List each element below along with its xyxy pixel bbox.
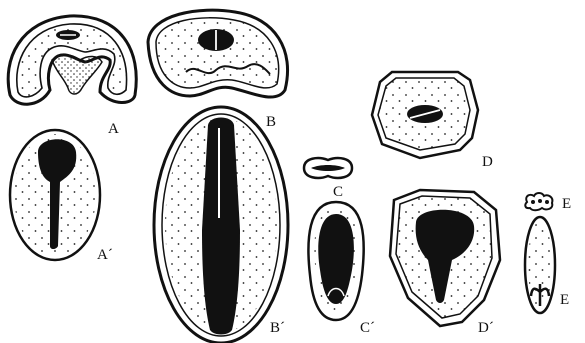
label-B-prime: B´	[270, 320, 285, 336]
label-A-prime: A´	[97, 247, 113, 263]
seed-E-prime	[525, 217, 555, 313]
seed-D-prime	[390, 190, 500, 326]
seed-B	[148, 10, 288, 97]
label-E: E	[562, 196, 571, 212]
label-B: B	[266, 114, 276, 130]
seed-A	[8, 16, 136, 104]
seed-C-prime	[308, 202, 363, 320]
label-C-prime: C´	[360, 320, 375, 336]
seed-E	[525, 193, 552, 210]
seed-D	[372, 72, 478, 158]
seed-C	[304, 158, 352, 178]
seed-A-prime	[10, 130, 100, 260]
seed-B-prime	[154, 107, 288, 343]
label-E-prime: E	[560, 292, 569, 308]
label-C: C	[333, 184, 343, 200]
label-A: A	[108, 121, 119, 137]
label-D: D	[482, 154, 493, 170]
label-D-prime: D´	[478, 320, 494, 336]
